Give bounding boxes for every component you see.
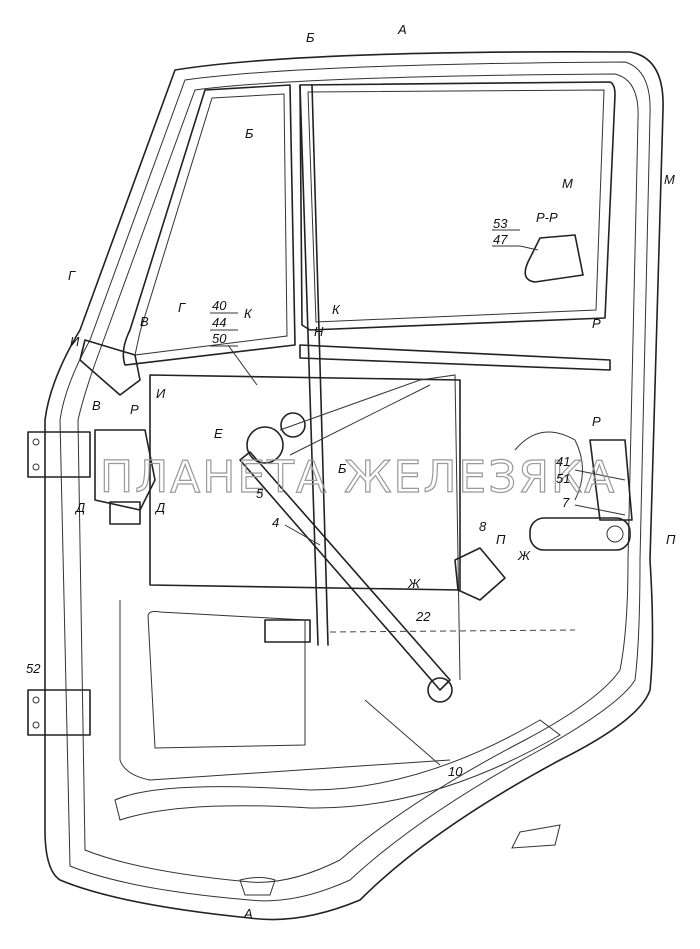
section-marks: А А Б Б Б М М Р-Р Г Г В В К К Н И И Р Р … [68,22,676,921]
section-b-window: Б [245,126,254,141]
section-m-left: М [562,176,573,191]
callout-22: 22 [415,609,431,624]
section-zh-left: Ж [407,576,421,591]
leader-40 [227,344,258,386]
lock-mechanism [589,439,633,521]
regulator-pulley [280,412,306,438]
callouts: 53 47 40 44 50 41 51 5 4 7 8 22 52 10 [26,216,570,779]
callout-53: 53 [493,216,508,231]
hinge-bolt [32,463,40,471]
handle-lock-cylinder [606,525,624,543]
section-d-right: Д [154,500,165,515]
watermark: ПЛАНЕТА ЖЕЛЕЗЯКА [100,452,616,503]
section-b-top: Б [306,30,315,45]
leader-7 [574,504,626,516]
hinge-reinforcement [94,429,156,511]
section-e: Е [214,426,223,441]
section-d-left: Д [74,500,85,515]
leader-41 [574,469,626,481]
window-sill [299,344,611,371]
section-m-right: М [664,172,675,187]
section-pp-title: Р-Р [536,210,558,225]
section-i-left: И [70,334,80,349]
hinge-bolt [32,721,40,729]
center-post [299,84,319,646]
section-g-left: Г [68,268,76,283]
section-a-bottom: А [243,906,253,921]
trim-strip [114,719,561,821]
section-a-top: А [397,22,407,37]
section-r-left: Р [130,402,139,417]
regulator-cable [279,374,461,681]
regulator-cable [289,384,431,456]
callout-50: 50 [212,331,227,346]
center-post-edge [311,84,329,646]
section-n: Н [314,324,324,339]
pp-section-detail [524,234,584,283]
door-check-bracket [109,501,141,525]
callout-40: 40 [212,298,227,313]
section-b-mid: Б [338,461,347,476]
hinge-bolt [32,438,40,446]
main-window-frame [299,81,616,331]
drain-slot [511,824,561,849]
lower-panel-curve [119,600,451,781]
section-zh-right: Ж [517,548,531,563]
handle-recess [514,431,583,501]
callout-41: 41 [556,454,570,469]
section-g-right: Г [178,300,186,315]
leader-4 [284,524,321,546]
section-v-top: В [140,314,149,329]
callout-47: 47 [493,232,508,247]
main-window-glass [307,89,605,323]
callout-8: 8 [479,519,487,534]
callout-52: 52 [26,661,41,676]
door-handle [529,517,631,551]
callout-44: 44 [212,315,226,330]
section-k-right: К [332,302,341,317]
leader-10 [364,699,441,766]
section-p-left: П [496,532,506,547]
remote-control-bracket [454,547,506,601]
section-v-bottom: В [92,398,101,413]
callout-5: 5 [256,486,264,501]
section-r-right-top: Р [592,316,601,331]
lower-opening [147,610,306,749]
callout-51: 51 [556,471,570,486]
section-p-right: П [666,532,676,547]
inner-panel-opening [149,374,461,591]
section-r-right-bottom: Р [592,414,601,429]
section-k-left: К [244,306,253,321]
callout-7: 7 [562,495,570,510]
regulator-gear [246,426,284,464]
door-inner-outline [59,61,651,902]
callout-4: 4 [272,515,279,530]
drain-bracket [239,877,276,896]
vent-window-glass [134,93,288,356]
glass-channel-bracket [264,619,311,643]
vent-window-frame [122,84,296,366]
hidden-guide-line [329,629,576,633]
lower-hinge [27,689,91,736]
leader-53 [519,245,539,251]
regulator-lower-pulley [427,677,453,703]
door-outer-outline [44,51,664,921]
vent-mechanism [79,339,141,396]
hinge-bolt [32,696,40,704]
upper-hinge [27,431,91,478]
regulator-arm [239,451,451,691]
door-seal-line [77,73,639,883]
section-i-right: И [156,386,166,401]
callout-10: 10 [448,764,463,779]
